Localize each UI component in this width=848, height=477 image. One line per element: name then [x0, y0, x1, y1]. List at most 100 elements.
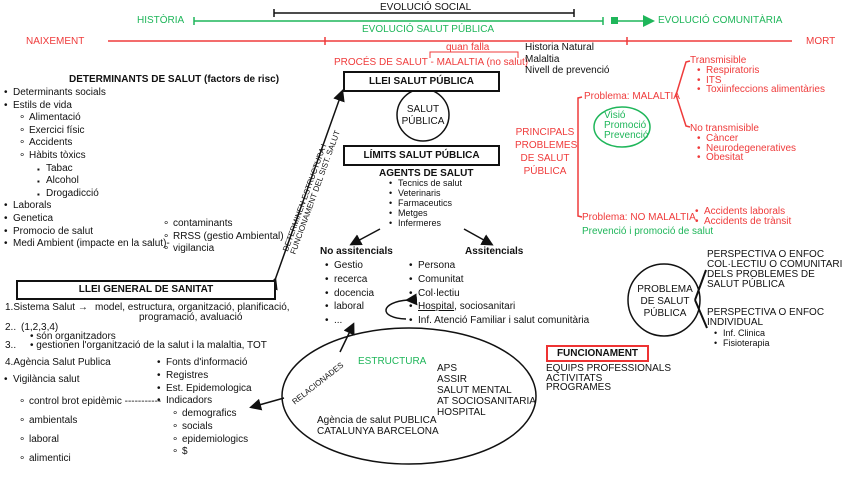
funcionament-item: ACTIVITATS — [546, 372, 603, 384]
hospital-link: Hospital — [418, 301, 455, 313]
llei-3b: • gestionen l'organització de la salut i… — [30, 340, 267, 351]
vision-line: Visió — [604, 110, 626, 121]
historia-label: HISTÒRIA — [137, 15, 185, 26]
problema-no-malaltia: Problema: NO MALALTIA — [582, 212, 696, 223]
list-item: Metges — [389, 208, 462, 219]
fonts-list: Fonts d'informació Registres Est. Epidem… — [157, 357, 252, 408]
note-malaltia: Malaltia — [525, 53, 560, 65]
transmisible-title: Transmisible — [690, 55, 747, 66]
note-historia: Historia Natural — [525, 42, 594, 53]
perspectiva-line: PERSPECTIVA O ENFOC — [707, 307, 825, 318]
list-item: Fisioterapia — [714, 338, 769, 349]
list-item: Persona — [409, 259, 589, 273]
evolucio-social-label: EVOLUCIÓ SOCIAL — [380, 2, 472, 13]
list-item: Est. Epidemologica — [157, 383, 252, 396]
problema-circle — [627, 263, 701, 337]
no-assistencials-list: Gestio recerca docencia laboral ... — [325, 259, 374, 328]
perspectiva-individual: PERSPECTIVA O ENFOC INDIVIDUAL — [707, 308, 824, 328]
circle-line-1: SALUT — [406, 104, 440, 115]
hospital-rest: , sociosanitari — [454, 301, 516, 313]
proces-title: PROCÉS DE SALUT - MALALTIA (no salut) — [334, 57, 529, 68]
list-item: Exercici físic — [19, 125, 170, 138]
list-item: Inf. Clinica — [714, 328, 770, 339]
problema-line: DE SALUT — [640, 296, 690, 307]
list-item: Promocio de salut — [4, 226, 170, 239]
evolucio-salut-publica-label: EVOLUCIÓ SALUT PÚBLICA — [362, 24, 495, 35]
list-item: control brot epidèmic ----------- — [19, 392, 162, 411]
agents-list: Tecnics de salut Veterinaris Farmaceutic… — [389, 178, 462, 229]
list-item: Indicadors — [157, 395, 252, 408]
brot-text: control brot epidèmic — [29, 396, 122, 407]
accidents-list: Accidents laborals Accidents de trànsit — [695, 207, 791, 226]
estructura-ellipse — [281, 327, 537, 465]
agencia-text: Agència de salut PUBLICA CATALUNYA BARCE… — [317, 415, 439, 437]
llei-2c: • són organitzadors — [30, 331, 116, 342]
proces-notes: Historia Natural Malaltia Nivell de prev… — [525, 42, 610, 77]
llei-1c: programació, avaluació — [139, 312, 243, 323]
list-item: alimentici — [19, 449, 161, 468]
dots: ----------- — [124, 396, 162, 407]
list-item: Fonts d'informació — [157, 357, 252, 370]
list-item: Medi Ambient (impacte en la salut)- — [4, 238, 170, 251]
list-item: $ — [172, 446, 248, 459]
no-transmisible-list: Càncer Neurodegeneratives Obesitat — [697, 134, 796, 163]
list-item: Respiratoris — [697, 66, 825, 76]
list-item: Tabac — [37, 163, 170, 176]
problema-line: PROBLEMA — [637, 284, 693, 295]
limits-title: LÍMITS SALUT PÚBLICA — [363, 150, 480, 161]
list-item: recerca — [325, 273, 374, 287]
llei-general-title: LLEI GENERAL DE SANITAT — [78, 284, 214, 295]
list-item: Col·lectiu — [409, 287, 589, 301]
estructura-item: HOSPITAL — [437, 407, 486, 418]
vigilancia-list: Vigilància salut — [4, 374, 79, 386]
vision-line: Prevenció — [604, 130, 649, 141]
vigilancia-sub-list: control brot epidèmic ----------- ambien… — [19, 392, 162, 468]
evolucio-comunitaria-label: EVOLUCIÓ COMUNITÀRIA — [658, 15, 783, 26]
prevencio-promocio: Prevenció i promoció de salut — [582, 226, 714, 237]
agents-title: AGENTS DE SALUT — [379, 168, 474, 179]
list-item: vigilancia — [163, 243, 284, 256]
problema-line: PÚBLICA — [643, 308, 687, 319]
list-item: Drogadicció — [37, 188, 170, 201]
estructura-item: AT SOCIOSANITARIA — [437, 396, 536, 407]
list-item: Infermeres — [389, 218, 462, 229]
naixement-label: NAIXEMENT — [26, 36, 85, 47]
list-item: Registres — [157, 370, 252, 383]
llei-2c-text: són organitzadors — [36, 331, 116, 342]
list-item: socials — [172, 421, 248, 434]
list-item: ambientals — [19, 411, 161, 430]
list-item: Alimentació — [19, 112, 170, 125]
list-item: Determinants socials — [4, 87, 170, 100]
determinen-arrow — [266, 89, 345, 291]
determinants-title: DETERMINANTS DE SALUT (factors de risc) — [69, 74, 280, 85]
list-item: Veterinaris — [389, 188, 462, 199]
list-item: Farmaceutics — [389, 198, 462, 209]
perspectiva-collectiu: PERSPECTIVA O ENFOC COL·LECTIU O COMUNIT… — [707, 250, 842, 290]
list-item: Càncer — [697, 134, 796, 144]
funcionament-item: PROGRAMES — [546, 382, 612, 393]
list-item: docencia — [325, 287, 374, 301]
list-item: Alcohol — [37, 175, 170, 188]
assistencials-title: Assitencials — [465, 246, 524, 257]
llei-1b: model, estructura, organització, planifi… — [95, 302, 290, 313]
list-item: Toxiinfeccions alimentàries — [697, 85, 825, 95]
llei-4: 4.Agència Salut Publica — [5, 357, 111, 368]
list-item: Neurodegeneratives — [697, 143, 796, 154]
no-transmisible-title: No transmisible — [690, 123, 759, 134]
list-item: ... — [325, 314, 374, 328]
determinants-list: Determinants socials Estils de vida Alim… — [4, 87, 170, 251]
estructura-item: SALUT MENTAL — [437, 385, 512, 396]
no-assistencials-title: No assitencials — [320, 246, 393, 257]
list-item: epidemiologics — [172, 434, 248, 447]
estructura-items: APS ASSIR SALUT MENTAL AT SOCIOSANITARIA… — [437, 363, 536, 418]
list-item: Accidents — [19, 137, 170, 150]
llei-general-box: LLEI GENERAL DE SANITAT — [16, 280, 276, 300]
funcionament-item: EQUIPS PROFESSIONALS — [546, 363, 672, 374]
funcionament-box: FUNCIONAMENT — [546, 345, 649, 362]
estructura-item: ASSIR — [437, 374, 468, 385]
limits-box: LÍMITS SALUT PÚBLICA — [343, 145, 500, 166]
llei-2a: 2.. — [5, 322, 17, 333]
problema-circle-text: PROBLEMA DE SALUT PÚBLICA — [630, 284, 700, 320]
list-item: RRSS (gestio Ambiental) — [163, 231, 284, 244]
principals-line: PÚBLICA — [523, 166, 567, 177]
